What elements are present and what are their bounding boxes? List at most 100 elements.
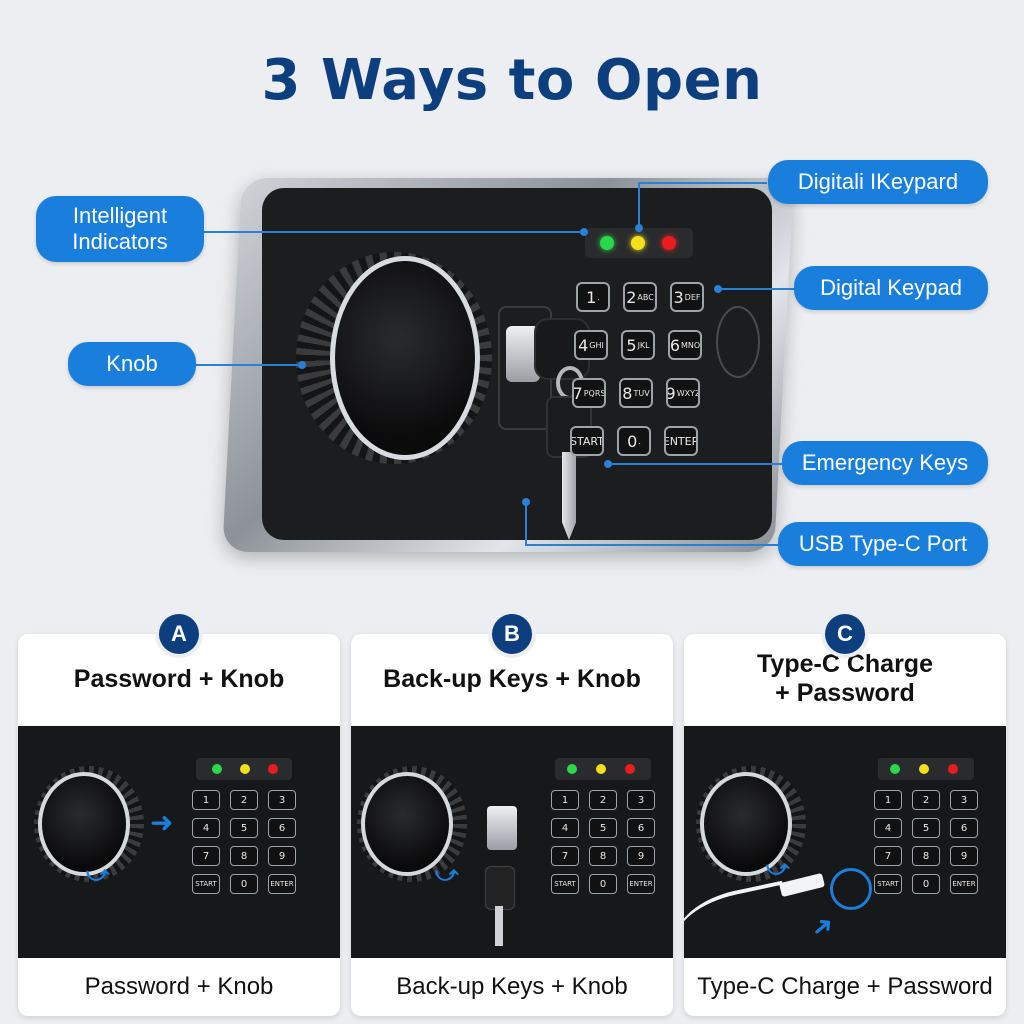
knob <box>700 772 792 876</box>
key-number: 0 <box>627 431 638 451</box>
keypad-key: 4 <box>192 818 220 838</box>
key-number: 7 <box>572 383 583 403</box>
key-number: 8 <box>622 383 633 403</box>
keypad-key[interactable]: START <box>570 426 604 456</box>
keypad-key: ENTER <box>950 874 978 894</box>
keypad-key: 7 <box>551 846 579 866</box>
keypad-key: 8 <box>230 846 258 866</box>
knob[interactable] <box>330 256 480 460</box>
keypad-key: 9 <box>268 846 296 866</box>
keypad-key: 5 <box>230 818 258 838</box>
red-led-icon <box>948 764 958 774</box>
key-letters: JKL <box>637 340 650 350</box>
keypad-key: 1 <box>551 790 579 810</box>
keypad-key: 3 <box>268 790 296 810</box>
yellow-led-icon <box>631 236 645 250</box>
key-letters: PQRS <box>583 388 606 398</box>
callout-emergency-keys: Emergency Keys <box>782 441 988 485</box>
key-number: 3 <box>673 287 684 307</box>
keypad-key: 9 <box>627 846 655 866</box>
key-letters: GHI <box>589 340 604 350</box>
keypad-key: 1 <box>192 790 220 810</box>
callout-indicators: Intelligent Indicators <box>36 196 204 262</box>
keypad-key: 6 <box>268 818 296 838</box>
usb-leader-line <box>526 544 778 546</box>
rotate-arrow-icon: ⤻ <box>766 856 790 881</box>
yellow-led-icon <box>919 764 929 774</box>
keypad-key: 5 <box>589 818 617 838</box>
usb-leader-dot <box>522 498 530 506</box>
keypad-key: 2 <box>912 790 940 810</box>
keypad-key: 5 <box>912 818 940 838</box>
key-number: 5 <box>626 335 637 355</box>
keypad-key: 6 <box>627 818 655 838</box>
method-heading: Back-up Keys + Knob <box>383 664 641 693</box>
keypad-key: 0 <box>230 874 258 894</box>
yellow-led-icon <box>596 764 606 774</box>
callout-usb-port: USB Type-C Port <box>778 522 988 566</box>
method-caption: Type-C Charge + Password <box>697 973 993 1000</box>
key-letters: DEF <box>684 292 701 302</box>
key-letters: ABC <box>637 292 654 302</box>
keys-leader-line <box>610 463 782 465</box>
red-led-icon <box>268 764 278 774</box>
keypad-key[interactable]: ENTER <box>664 426 698 456</box>
indicators-leader-dot <box>580 228 588 236</box>
keypad-key: 8 <box>912 846 940 866</box>
key-number: 6 <box>669 335 680 355</box>
method-caption: Back-up Keys + Knob <box>396 973 628 1000</box>
spare-key-blade-icon <box>562 452 576 540</box>
keypad-key[interactable]: 1. <box>576 282 610 312</box>
knob <box>361 772 453 876</box>
key-letters: . <box>638 436 641 446</box>
arrow-icon: ➜ <box>804 908 841 946</box>
keypad-key: 2 <box>230 790 258 810</box>
method-badge-c: C <box>825 614 865 654</box>
keypad-leader-dot <box>714 285 722 293</box>
keypad-key: START <box>551 874 579 894</box>
keypad-key: 0 <box>589 874 617 894</box>
usb-cable-icon <box>684 880 796 968</box>
key-number: ENTER <box>664 434 698 448</box>
method-heading-text: Type-C Charge + Password <box>757 650 933 707</box>
method-caption: Password + Knob <box>84 973 274 1000</box>
keypard-leader-dot <box>635 224 643 232</box>
arrow-right-icon: ➜ <box>150 806 174 839</box>
keypad-key: 6 <box>950 818 978 838</box>
keypad-key[interactable]: 0. <box>617 426 651 456</box>
usb-port-highlight-icon <box>830 868 872 910</box>
keypard-leader-line <box>639 182 767 184</box>
keypad-key: START <box>874 874 902 894</box>
page-title: 3 Ways to Open <box>261 48 763 113</box>
yellow-led-icon <box>240 764 250 774</box>
green-led-icon <box>890 764 900 774</box>
callout-knob: Knob <box>68 342 196 386</box>
keys-leader-dot <box>604 460 612 468</box>
key-number: START <box>570 434 604 448</box>
keypad-key: 4 <box>874 818 902 838</box>
key-letters: MNO <box>681 340 701 350</box>
method-badge-a: A <box>159 614 199 654</box>
usb-leader-vline <box>525 502 527 546</box>
key-letters: TUV <box>633 388 650 398</box>
key-letters: WXYZ <box>676 388 700 398</box>
keypard-leader-vline <box>638 182 640 228</box>
indicators-leader-line <box>202 231 584 233</box>
lock-cylinder-icon <box>487 806 517 850</box>
keypad-key: 9 <box>950 846 978 866</box>
keypad-key: ENTER <box>627 874 655 894</box>
keypad-key: 7 <box>192 846 220 866</box>
red-led-icon <box>662 236 676 250</box>
